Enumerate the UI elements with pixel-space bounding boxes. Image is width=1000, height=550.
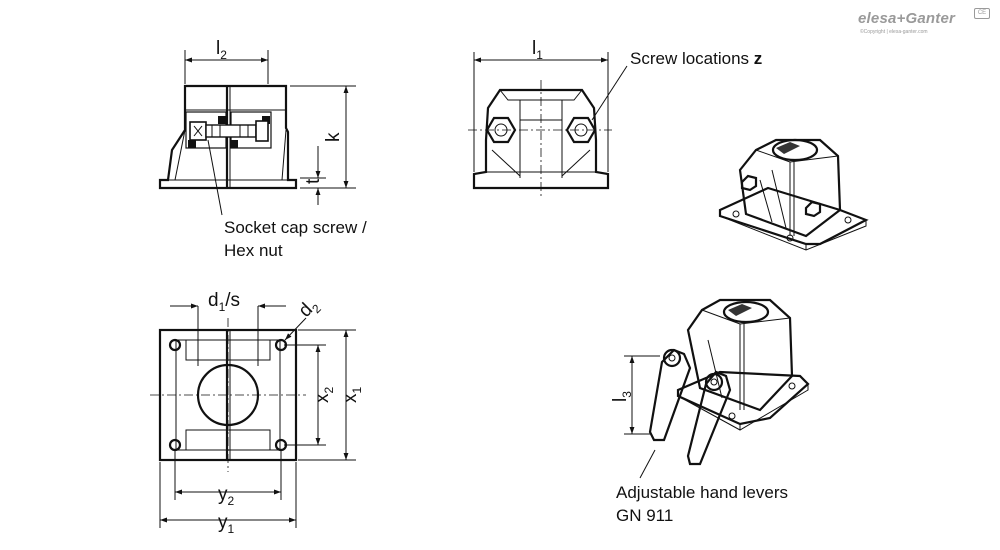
brand-copyright: ©Copyright | elesa-ganter.com: [860, 29, 928, 35]
brand-logo: elesa+Ganter ©Copyright | elesa-ganter.c…: [858, 8, 990, 42]
dim-d2: d2: [295, 294, 324, 323]
side-view: l1: [468, 38, 628, 196]
dim-y2: y2: [218, 484, 235, 508]
top-view: d1/s d2 x2 x1 y2 y1: [150, 290, 364, 536]
hand-levers-label-2: GN 911: [616, 506, 673, 525]
ce-badge: CE: [974, 8, 990, 19]
dim-y1: y1: [218, 512, 235, 536]
bolt-hole: [168, 438, 182, 452]
dim-l2: l2: [216, 38, 227, 62]
hand-levers-label-1: Adjustable hand levers: [616, 483, 788, 502]
dim-x1: x1: [340, 387, 364, 404]
socket-screw-label-2: Hex nut: [224, 241, 283, 260]
front-section-view: l2 k t: [158, 38, 356, 216]
dim-x2: x2: [312, 387, 336, 404]
bolt-hole: [168, 338, 182, 352]
dim-l3: l3: [610, 391, 634, 402]
dim-t: t: [303, 178, 324, 184]
dim-d1s: d1/s: [208, 290, 240, 314]
brand-name: elesa+Ganter: [858, 10, 956, 27]
isometric-view: [718, 138, 869, 251]
socket-cap-screw: [189, 120, 269, 142]
screw-locations-label: Screw locations z: [630, 49, 762, 68]
isometric-levers-view: l3: [610, 298, 810, 479]
socket-screw-label-1: Socket cap screw /: [224, 218, 367, 237]
dim-l1: l1: [532, 38, 543, 62]
dim-k: k: [323, 132, 344, 142]
